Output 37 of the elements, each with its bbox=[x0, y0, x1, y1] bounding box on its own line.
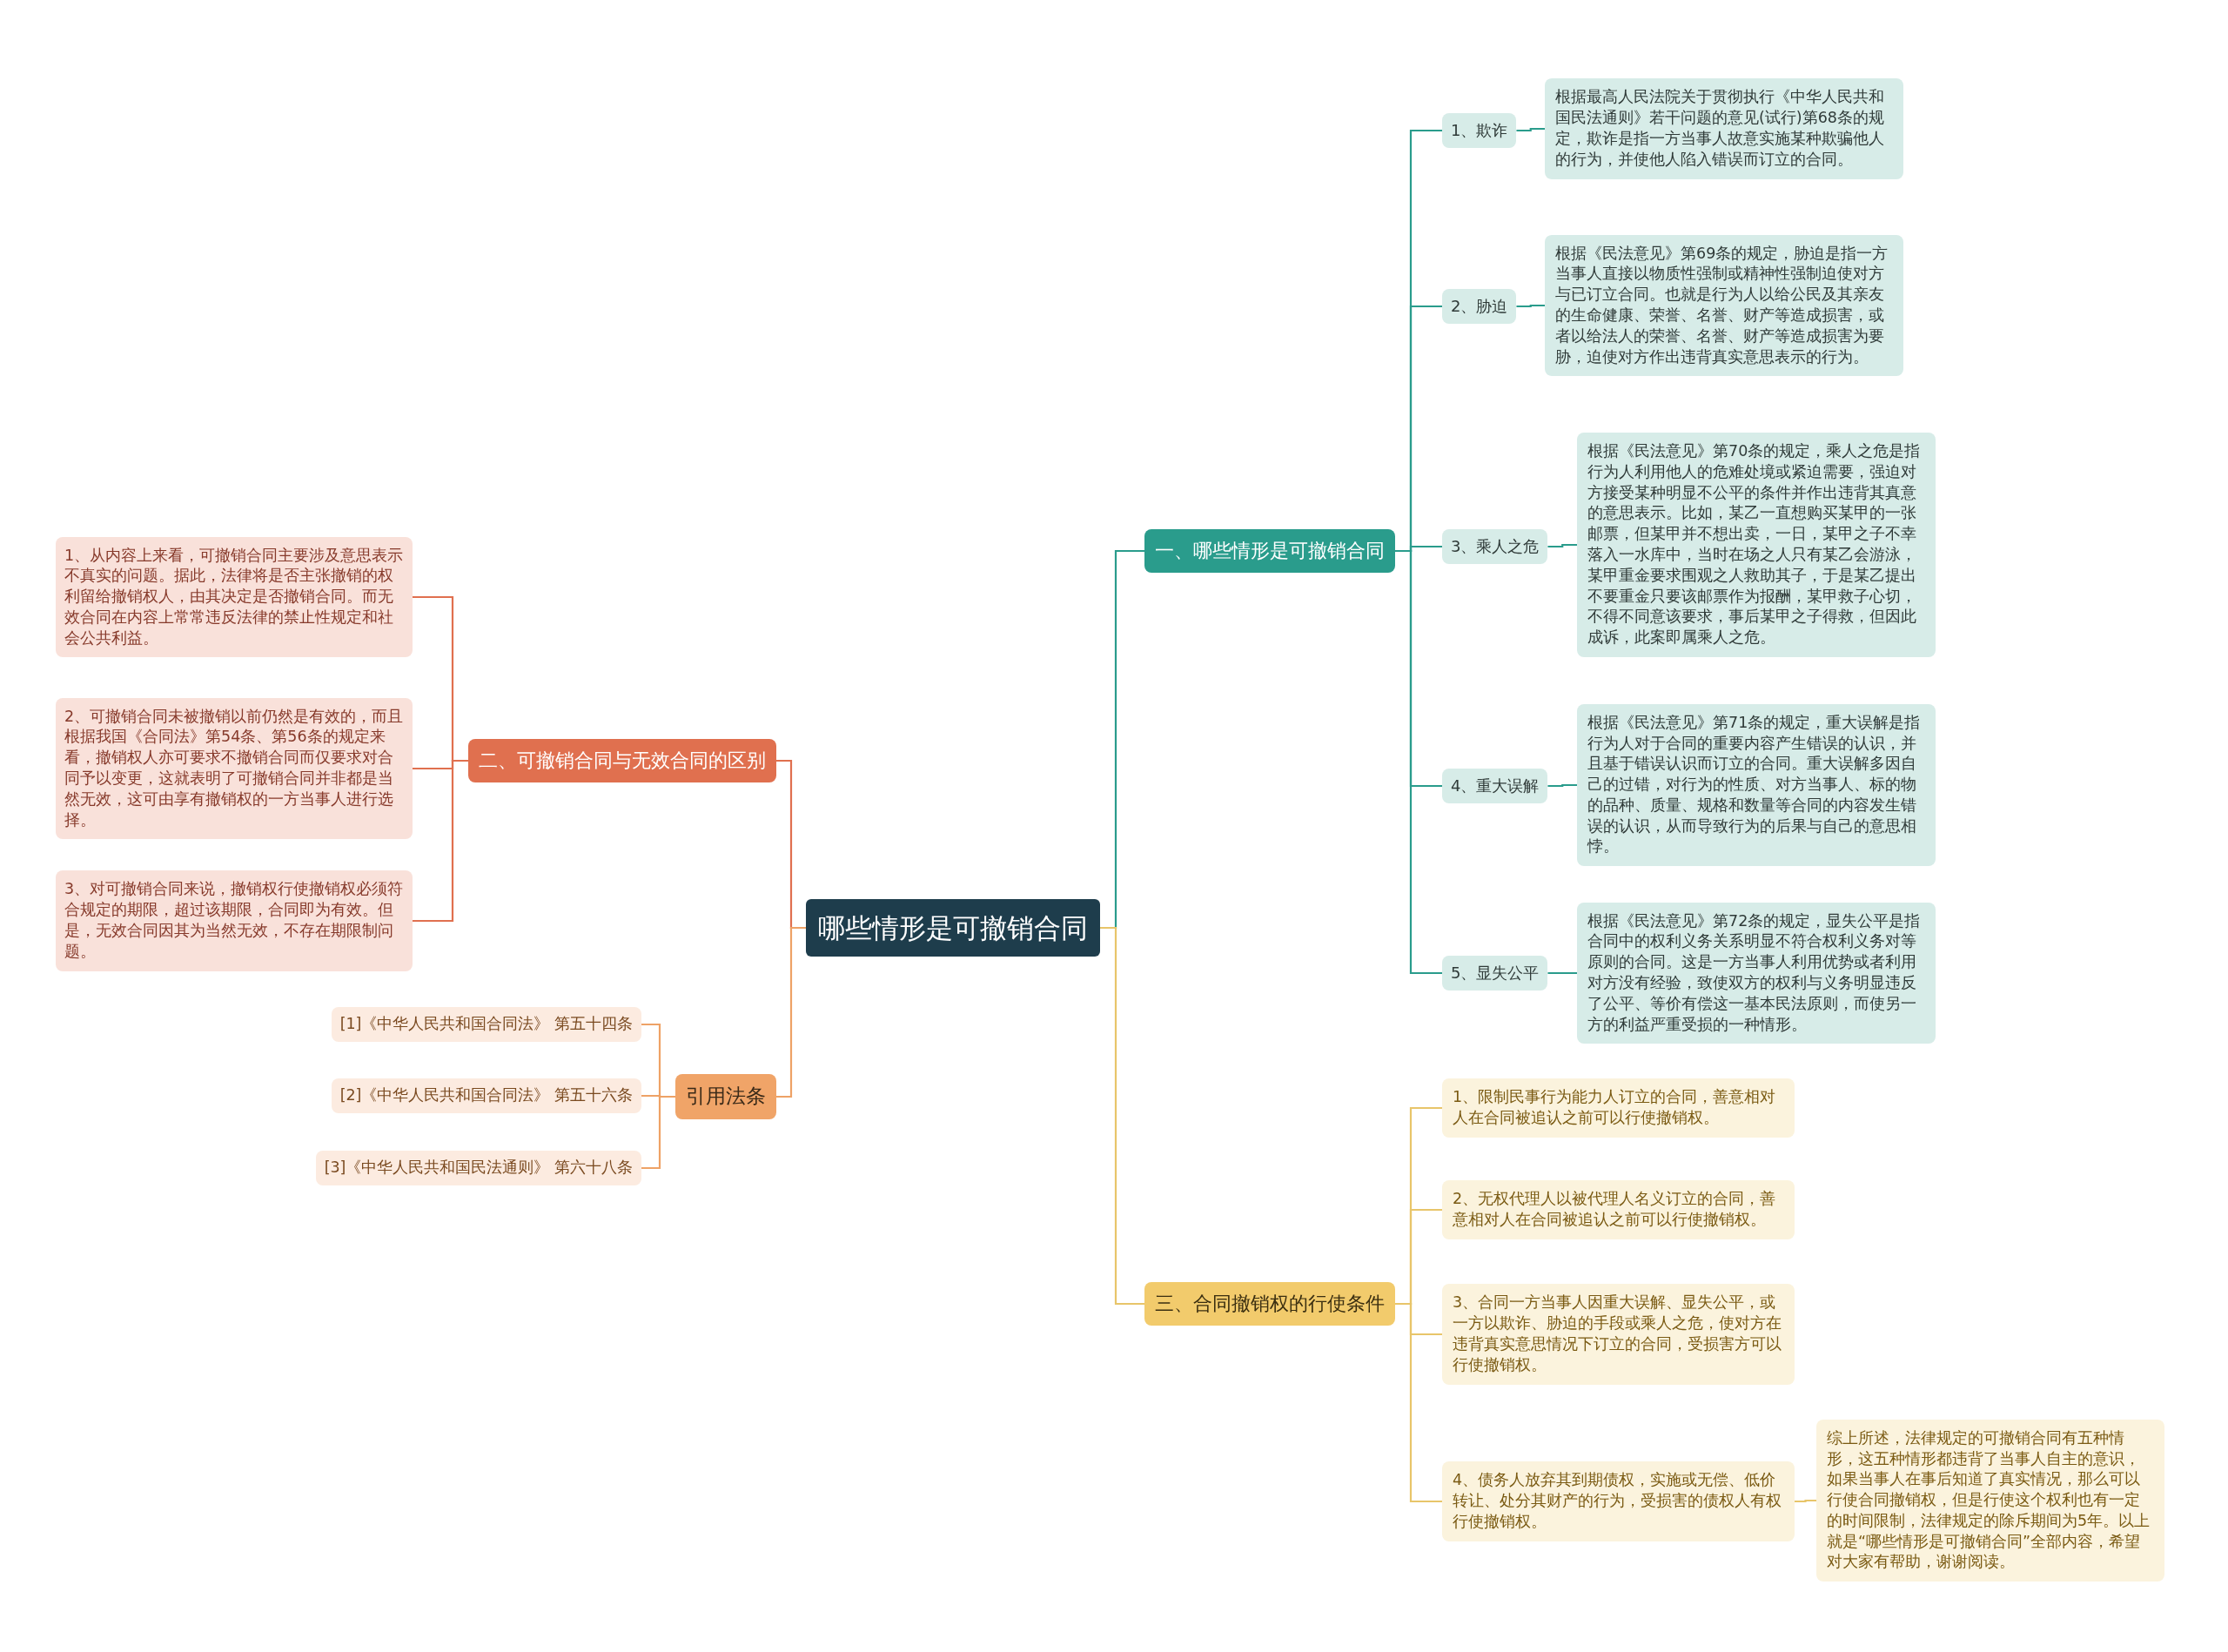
connector-line bbox=[1516, 304, 1545, 308]
detail-note: 3、对可撤销合同来说，撤销权行使撤销权必须符合规定的期限，超过该期限，合同即为有效。但是，无效合同因其为当然无效，不存在期限制问题。 bbox=[56, 870, 413, 971]
detail-note: 1、从内容上来看，可撤销合同主要涉及意思表示不真实的问题。据此，法律将是否主张撤销的权利留给撤销权人，由其决定是否撤销合同。而无效合同在内容上常常违反法律的禁止性规定和社会公共利益。 bbox=[56, 536, 413, 658]
citation-note: [3]《中华人民共和国民法通则》 第六十八条 bbox=[315, 1151, 641, 1185]
citation-note: [2]《中华人民共和国合同法》 第五十六条 bbox=[331, 1078, 641, 1113]
subtopic: 5、显失公平 bbox=[1442, 955, 1548, 991]
connector-line bbox=[641, 1095, 675, 1170]
branch-topic: 二、可撤销合同与无效合同的区别 bbox=[468, 739, 776, 782]
citation-note: [1]《中华人民共和国合同法》 第五十四条 bbox=[331, 1007, 641, 1042]
detail-note: 根据最高人民法院关于贯彻执行《中华人民共和国民法通则》若干问题的意见(试行)第68条的规定，欺诈是指一方当事人故意实施某种欺骗他人的行为，并使他人陷入错误而订立的合同。 bbox=[1545, 78, 1903, 179]
subtopic: 1、欺诈 bbox=[1442, 112, 1517, 149]
branch-topic: 引用法条 bbox=[675, 1074, 776, 1119]
detail-note: 根据《民法意见》第69条的规定，胁迫是指一方当事人直接以物质性强制或精神性强制迫使对方与已订立合同。也就是行为人以给公民及其亲友的生命健康、荣誉、名誉、财产等造成损害，或者以给法人的荣誉、名誉、财产等造成损害为要胁，迫使对方作出违背真实意思表示的行为。 bbox=[1545, 234, 1903, 377]
central-topic: 哪些情形是可撤销合同 bbox=[806, 898, 1100, 957]
branch-topic: 一、哪些情形是可撤销合同 bbox=[1144, 529, 1395, 573]
summary-note: 综上所述，法律规定的可撤销合同有五种情形，这五种情形都违背了当事人自主的意识，如果当事人在事后知道了真实情况，那么可以行使合同撤销权，但是行使这个权利也有一定的时间限制，法律规定的除斥期间为5年。以上就是“哪些情形是可撤销合同”全部内容，希望对大家有帮助，谢谢阅读。 bbox=[1816, 1419, 2164, 1582]
subtopic: 3、乘人之危 bbox=[1442, 528, 1548, 565]
connector-line bbox=[413, 759, 468, 923]
branch-topic: 三、合同撤销权的行使条件 bbox=[1144, 1282, 1395, 1326]
connector-line bbox=[1100, 926, 1144, 1306]
detail-note: 2、无权代理人以被代理人名义订立的合同，善意相对人在合同被追认之前可以行使撤销权。 bbox=[1442, 1180, 1795, 1239]
connector-line bbox=[1516, 127, 1545, 132]
connector-line bbox=[1547, 783, 1577, 788]
connector-line bbox=[1547, 971, 1577, 975]
subtopic: 4、重大误解 bbox=[1442, 768, 1548, 804]
connector-line bbox=[1795, 1499, 1816, 1503]
detail-note: 3、合同一方当事人因重大误解、显失公平，或一方以欺诈、胁迫的手段或乘人之危，使对方在违背真实意思情况下订立的合同，受损害方可以行使撤销权。 bbox=[1442, 1284, 1795, 1385]
connector-line bbox=[1395, 1302, 1442, 1503]
connector-line bbox=[1547, 543, 1577, 548]
detail-note: 2、可撤销合同未被撤销以前仍然是有效的，而且根据我国《合同法》第54条、第56条的规定来看，撤销权人亦可要求不撤销合同而仅要求对合同予以变更，这就表明了可撤销合同并非都是当然无效，这可由享有撤销权的一方当事人进行选择。 bbox=[56, 697, 413, 840]
connector-line bbox=[776, 926, 806, 1098]
detail-note: 根据《民法意见》第72条的规定，显失公平是指合同中的权利义务关系明显不符合权利义务对等原则的合同。这是一方当事人利用优势或者利用对方没有经验，致使双方的权利与义务明显违反了公平、等价有偿这一基本民法原则，而使另一方的利益严重受损的一种情形。 bbox=[1577, 902, 1936, 1044]
detail-note: 1、限制民事行为能力人订立的合同，善意相对人在合同被追认之前可以行使撤销权。 bbox=[1442, 1078, 1795, 1138]
subtopic: 2、胁迫 bbox=[1442, 288, 1517, 325]
detail-note: 根据《民法意见》第70条的规定，乘人之危是指行为人利用他人的危难处境或紧迫需要，强迫对方接受某种明显不公平的条件并作出违背其真意的意思表示。比如，某乙一直想购买某甲的一张邮票，但某甲并不想出卖，一日，某甲之子不幸落入一水库中，当时在场之人只有某乙会游泳，某甲重金要求围观之人救助其子，于是某乙提出不要重金只要该邮票作为报酬，某甲救子心切，不得不同意该要求，事后某甲之子得救，但因此成诉，此案即属乘人之危。 bbox=[1577, 433, 1936, 657]
detail-note: 4、债务人放弃其到期债权，实施或无偿、低价转让、处分其财产的行为，受损害的债权人有权行使撤销权。 bbox=[1442, 1461, 1795, 1541]
detail-note: 根据《民法意见》第71条的规定，重大误解是指行为人对于合同的重要内容产生错误的认识，并且基于错误认识而订立的合同。重大误解多因自己的过错，对行为的性质、对方当事人、标的物的品种、质量、规格和数量等合同的内容发生错误的认识，从而导致行为的后果与自己的意思相悖。 bbox=[1577, 703, 1936, 867]
